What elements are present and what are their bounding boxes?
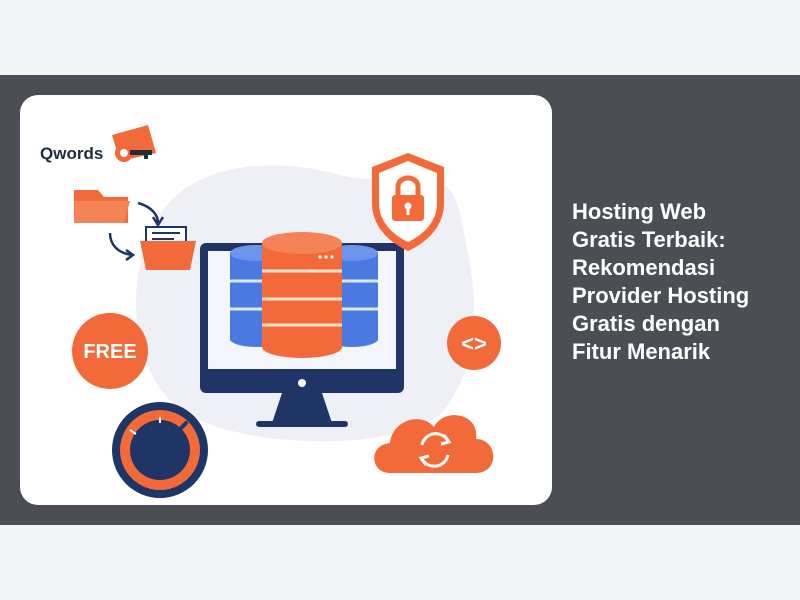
arrow-icon [137, 201, 160, 224]
database-icon [230, 232, 378, 358]
brand-name: Qwords [40, 144, 103, 163]
article-title[interactable]: Hosting Web Gratis Terbaik: Rekomendasi … [572, 199, 750, 364]
code-icon-label: <> [461, 331, 487, 356]
key-icon [112, 125, 156, 162]
document-folder-icon [140, 226, 196, 270]
illustration-card[interactable]: Qwords [20, 95, 552, 505]
cloud-sync-icon [374, 415, 494, 473]
speedometer-icon [112, 402, 208, 498]
article-banner: Qwords [0, 75, 800, 525]
folder-icon [74, 190, 130, 223]
code-icon: <> [447, 316, 501, 370]
arrow-icon [108, 232, 133, 257]
hosting-illustration: Qwords [40, 125, 501, 498]
qwords-logo: Qwords [40, 125, 156, 163]
free-badge: FREE [72, 313, 148, 389]
free-badge-label: FREE [83, 341, 136, 363]
lock-icon [372, 153, 444, 251]
